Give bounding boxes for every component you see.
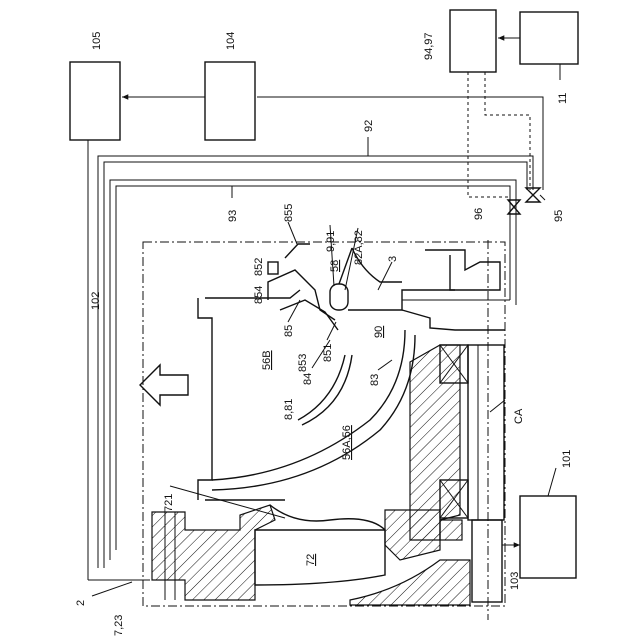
shaft — [468, 345, 504, 520]
label-103: 103 — [509, 572, 521, 590]
leader-95 — [540, 195, 545, 200]
label-93: 93 — [227, 210, 239, 222]
label-854: 854 — [253, 286, 265, 304]
inlet-duct — [198, 298, 212, 500]
valve-95 — [526, 188, 540, 202]
label-83: 83 — [369, 374, 381, 386]
box-11 — [520, 12, 578, 64]
signal-line-top — [257, 97, 543, 190]
piece-855 — [285, 244, 310, 258]
leader-851 — [327, 322, 336, 340]
label-3: 3 — [387, 256, 399, 262]
label-851: 851 — [322, 344, 334, 362]
bearing-step — [402, 310, 505, 330]
label-2: 2 — [75, 600, 87, 606]
leader-2 — [92, 582, 132, 596]
part-852 — [268, 262, 278, 274]
label-11: 11 — [557, 93, 569, 104]
shaft-end — [472, 520, 502, 602]
leader-3 — [378, 262, 392, 290]
seal-ring — [440, 520, 462, 540]
leader-ca — [490, 400, 505, 412]
label-853: 853 — [297, 354, 309, 372]
label-991: 9,91 — [325, 231, 337, 252]
control-line-96 — [468, 72, 511, 197]
label-881: 8,81 — [283, 399, 295, 420]
label-72: 72 — [305, 554, 317, 566]
impeller-blade2 — [302, 355, 352, 425]
turbine-scroll — [350, 560, 470, 605]
label-723: 7,23 — [113, 615, 125, 636]
label-58: 58 — [329, 260, 341, 272]
leader-721 — [170, 486, 285, 518]
label-90: 90 — [373, 326, 385, 338]
label-84: 84 — [302, 373, 314, 385]
label-855: 855 — [283, 204, 295, 222]
right-block — [425, 250, 500, 290]
control-line-95 — [485, 72, 530, 190]
label-56b: 56B — [261, 350, 273, 370]
label-102: 102 — [90, 292, 102, 310]
label-721: 721 — [163, 494, 175, 512]
box-94-97 — [450, 10, 496, 72]
label-85: 85 — [283, 325, 295, 337]
leader-855 — [288, 222, 297, 244]
shroud-inner — [212, 335, 415, 490]
turbine-housing — [152, 505, 275, 600]
leader-101 — [548, 468, 556, 496]
scroll-721 — [270, 505, 385, 530]
box-105 — [70, 62, 120, 140]
label-ca-text: CA — [513, 408, 525, 424]
label-56a56: 56A,56 — [341, 425, 353, 460]
label-105: 105 — [91, 32, 103, 50]
label-101: 101 — [561, 450, 573, 468]
label-82a82: 82A,82 — [353, 230, 365, 265]
box-104 — [205, 62, 255, 140]
scroll-72 — [255, 530, 385, 585]
label-92: 92 — [363, 120, 375, 132]
box-101 — [520, 496, 576, 578]
label-852: 852 — [253, 258, 265, 276]
label-9497: 94,97 — [423, 32, 435, 60]
leader-83 — [378, 360, 392, 370]
nozzle-block — [385, 510, 440, 560]
label-96: 96 — [473, 208, 485, 220]
leader-85 — [288, 300, 300, 322]
shroud-56a — [212, 330, 405, 480]
label-95: 95 — [553, 210, 565, 222]
flow-arrow — [140, 365, 188, 405]
label-104: 104 — [225, 32, 237, 50]
